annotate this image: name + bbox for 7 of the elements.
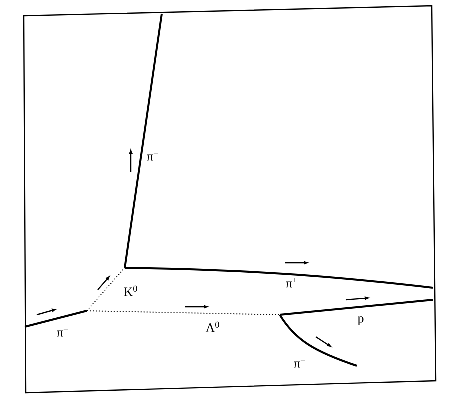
particle-label: K$^{0}$ bbox=[124, 286, 138, 296]
particle-label: π$^{+}$ bbox=[286, 278, 298, 288]
particle-label: p bbox=[358, 316, 364, 326]
particle-label: π$^{−}$ bbox=[147, 153, 158, 161]
particle-label: π$^{−}$ bbox=[57, 329, 68, 337]
particle-label: Λ$^{0}$ bbox=[206, 322, 220, 332]
particle-label: π$^{−}$ bbox=[294, 360, 306, 368]
